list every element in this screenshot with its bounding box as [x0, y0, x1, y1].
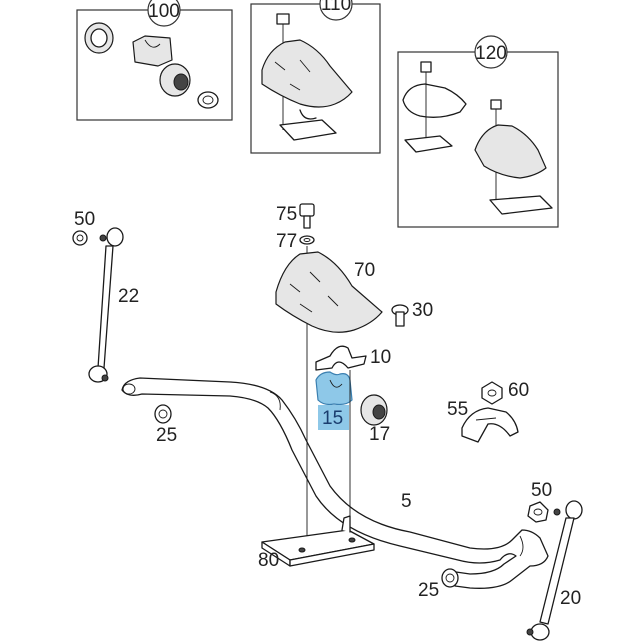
callout-15-highlight [318, 405, 349, 430]
callout-77: 77 [276, 231, 297, 252]
callout-10: 10 [370, 347, 391, 368]
bar-bushing-25-left[interactable] [154, 404, 172, 424]
callout-60: 60 [508, 380, 529, 401]
cover-70[interactable] [275, 251, 383, 333]
inset-kit-110[interactable]: 110 [250, 0, 381, 154]
nut-60[interactable] [481, 381, 503, 405]
callout-25-right: 25 [418, 580, 439, 601]
callout-20: 20 [560, 588, 581, 609]
rubber-mount-15[interactable] [315, 371, 353, 406]
inset-kit-120[interactable]: 120 [397, 35, 559, 228]
callout-120: 120 [475, 43, 507, 64]
drop-link-right-20[interactable] [526, 500, 583, 641]
callout-30: 30 [412, 300, 433, 321]
callout-22: 22 [118, 286, 139, 307]
bar-bushing-25-right[interactable] [441, 568, 459, 588]
callout-80: 80 [258, 550, 279, 571]
cover-55[interactable] [461, 407, 519, 443]
callout-15: 15 [322, 408, 343, 429]
stabilizer-bar-5[interactable] [121, 377, 549, 589]
callout-100: 100 [148, 1, 180, 22]
washer-77[interactable] [299, 235, 315, 245]
inset-kit-100[interactable]: 100 [76, 0, 233, 121]
callout-5: 5 [401, 491, 412, 512]
bolt-75[interactable] [299, 203, 315, 229]
callout-110: 110 [321, 0, 351, 15]
screw-30[interactable] [391, 304, 409, 327]
callout-50-left: 50 [74, 209, 95, 230]
callout-75: 75 [276, 204, 297, 225]
drop-link-left-22[interactable] [72, 227, 124, 383]
callout-50-right: 50 [531, 480, 552, 501]
clamp-10[interactable] [315, 345, 367, 371]
callout-55: 55 [447, 399, 468, 420]
bracket-80[interactable] [261, 515, 375, 567]
callout-17: 17 [369, 424, 390, 445]
callout-25-left: 25 [156, 425, 177, 446]
callout-70: 70 [354, 260, 375, 281]
bushing-17[interactable] [360, 394, 388, 426]
